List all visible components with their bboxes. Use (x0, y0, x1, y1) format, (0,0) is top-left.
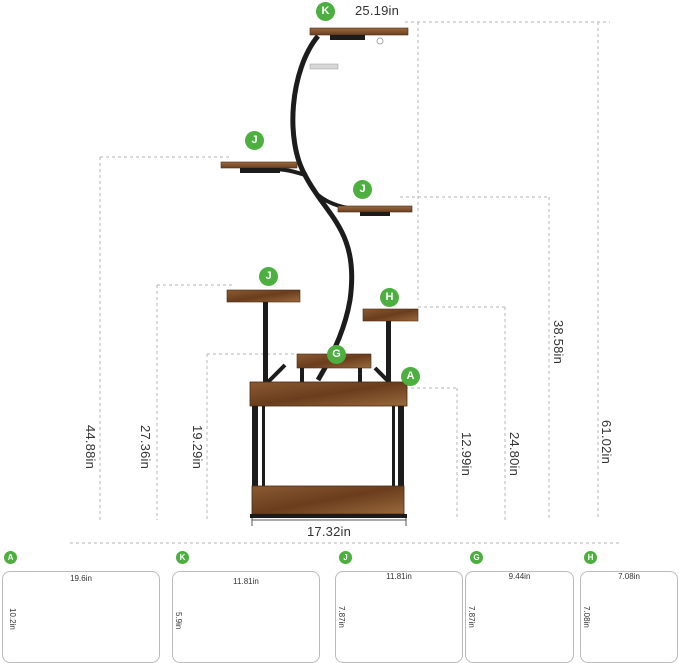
left-low-height-label: 19.29in (190, 425, 205, 470)
shelf-h (362, 308, 419, 322)
board-h-badge: H (584, 551, 597, 564)
board-card-a: 19.6in 10.2in (2, 571, 160, 663)
total-height-label: 61.02in (599, 420, 614, 465)
board-card-k: 11.81in 5.9in (172, 571, 320, 663)
board-k-width: 11.81in (233, 577, 259, 586)
badge-j-upper-right: J (353, 180, 372, 199)
board-card-h: 7.08in 7.08in (580, 571, 678, 663)
cabinet-height-label: 12.99in (459, 432, 474, 477)
base-width-label: 17.32in (307, 524, 352, 539)
badge-j-upper-left: J (245, 131, 264, 150)
board-h-width: 7.08in (618, 572, 640, 581)
top-width-label: 25.19in (355, 3, 400, 18)
board-k-height: 5.9in (174, 612, 183, 630)
guide-lines (70, 21, 620, 544)
shelf-k (309, 27, 409, 36)
board-g-width: 9.44in (508, 572, 531, 581)
board-j-height: 7.87in (337, 606, 346, 628)
cabinet-a (249, 381, 408, 518)
board-k-badge: K (176, 551, 189, 564)
board-g-badge: G (470, 551, 483, 564)
right-middle-height-label: 24.80in (507, 432, 522, 477)
shelf-j-upper-right (337, 205, 413, 213)
badge-h: H (380, 288, 399, 307)
upper-right-height-label: 38.58in (551, 320, 566, 365)
shelf-j-upper-left (220, 161, 298, 169)
badge-k: K (316, 2, 335, 21)
board-g-height: 7.87in (467, 606, 476, 628)
curved-metal-spine (290, 34, 355, 382)
badge-j-middle-left: J (259, 267, 278, 286)
board-a-badge: A (4, 551, 17, 564)
badge-a: A (401, 367, 420, 386)
board-a-height: 10.2in (8, 608, 17, 630)
board-a-width: 19.6in (70, 574, 92, 583)
board-j-width: 11.81in (386, 572, 412, 581)
board-j-badge: J (339, 551, 352, 564)
left-upper-height-label: 44.88in (83, 425, 98, 470)
board-card-g: 9.44in 7.87in (465, 571, 574, 663)
left-middle-height-label: 27.36in (138, 425, 153, 470)
board-card-j: 11.81in 7.87in (335, 571, 463, 663)
shelf-j-middle-left (226, 289, 301, 303)
badge-g: G (327, 345, 346, 364)
board-h-height: 7.08in (582, 606, 591, 628)
